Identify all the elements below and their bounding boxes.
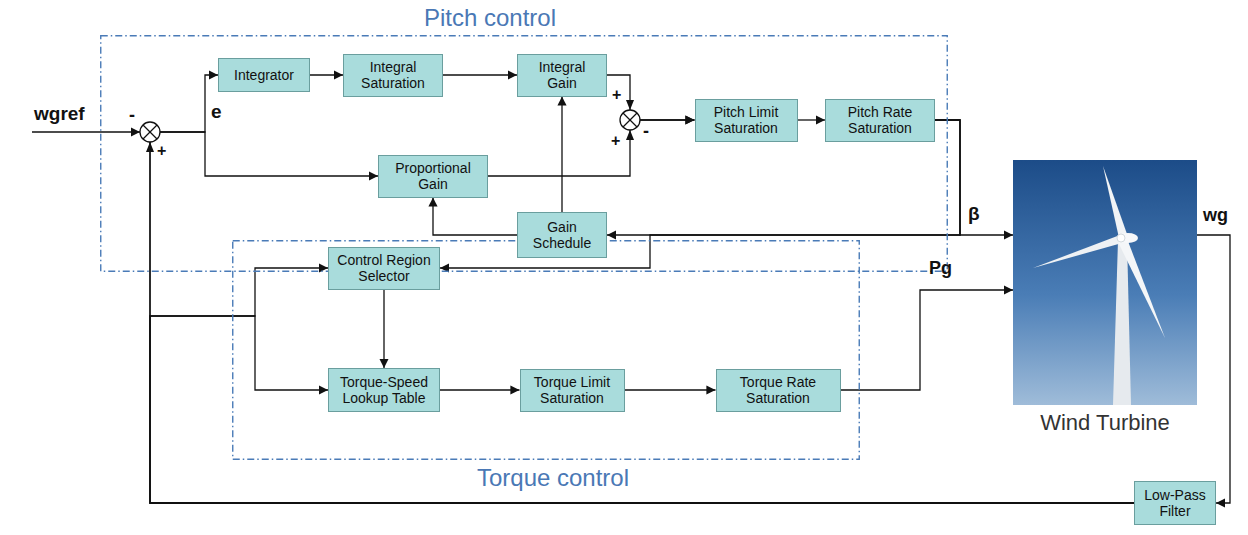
process-box: Low-Pass Filter [1134,481,1216,525]
box-label: Proportional Gain [384,160,482,192]
box-label: Integral Gain [523,59,601,91]
process-box: Proportional Gain [378,155,488,198]
signal-name: wgref [34,104,85,125]
box-label: Integral Saturation [349,59,437,91]
turbine-photo-sky [1013,160,1197,405]
control-region: Pitch controlIntegrator Integral Saturati… [100,4,948,272]
signal-arrow [150,132,1134,503]
box-label: Control Region Selector [334,252,434,284]
junction-arrow [626,130,634,140]
signal-arrow [433,198,517,236]
box-label: Pitch Limit Saturation [701,104,792,136]
summing-junction [620,110,640,130]
process-box: Torque Limit Saturation [520,369,625,412]
process-box: Integrator [218,58,310,92]
region-title-holder: Torque control [393,464,713,492]
process-box: Pitch Limit Saturation [695,99,798,142]
region-title: Pitch control [424,4,556,31]
signal-arrow [440,389,520,390]
region-border [232,240,860,460]
signal-arrow [150,316,1134,503]
signal-arrow [383,290,384,369]
process-box: Control Region Selector [328,247,440,290]
connector-group [150,75,1230,503]
sign-label: + [612,86,621,104]
process-box: Torque-Speed Lookup Table [328,368,440,412]
signal-arrow [310,74,343,75]
region-outline [101,36,948,272]
signal-arrow [625,389,716,390]
box-label: Pitch Rate Saturation [831,104,929,136]
turbine-hub [1117,234,1125,242]
junction-arrow [626,100,634,110]
process-box: Integral Gain [517,54,607,97]
control-region: Torque control Control Region SelectorTor… [232,240,860,494]
sign-label: - [643,122,649,142]
sign-label: - [129,106,135,126]
region-title: Torque control [477,464,629,491]
signal-arrow [488,120,695,176]
turbine-tower [1113,240,1131,405]
signal-name: wg [1203,206,1228,226]
signal-name: e [211,102,222,123]
box-label: Gain Schedule [523,219,601,251]
signal-arrow [841,290,1014,390]
turbine-nacelle [1118,233,1138,243]
sign-label: + [157,142,166,160]
wind-turbine: Wind Turbine [1013,160,1197,440]
turbine-caption-holder: Wind Turbine [1013,410,1197,436]
turbine-blade [1033,235,1122,268]
process-box: Gain Schedule [517,212,607,258]
signal-arrow [440,120,960,268]
signal-arrow [561,97,562,213]
box-label: Torque Limit Saturation [526,374,619,406]
box-label: Low-Pass Filter [1140,487,1210,519]
signal-arrow [443,74,517,75]
box-label: Torque Rate Saturation [722,374,835,406]
summing-cross [143,125,157,139]
box-label: Integrator [234,67,294,83]
summing-cross [623,113,637,127]
turbine-blade [1103,166,1127,238]
process-box: Torque Rate Saturation [716,369,841,412]
turbine-blade [1118,236,1165,338]
turbine-caption: Wind Turbine [1040,410,1170,435]
junction-arrow [146,142,154,152]
signal-arrow [798,119,826,120]
process-box: Pitch Rate Saturation [825,99,935,142]
process-box: Integral Saturation [343,54,443,97]
signal-arrow [150,75,1134,503]
signal-arrow [607,75,695,120]
region-outline [233,241,860,460]
summing-cross [623,113,637,127]
signal-arrow [1197,235,1230,503]
summing-cross [143,125,157,139]
signal-name: Pg [929,259,952,279]
reference-input-wire [32,131,140,132]
signal-arrow [150,268,1134,503]
signal-name: β [968,204,980,225]
region-title-holder: Pitch control [330,4,650,32]
sign-label: + [611,132,620,150]
box-label: Torque-Speed Lookup Table [334,374,434,406]
summing-junction [140,122,160,142]
